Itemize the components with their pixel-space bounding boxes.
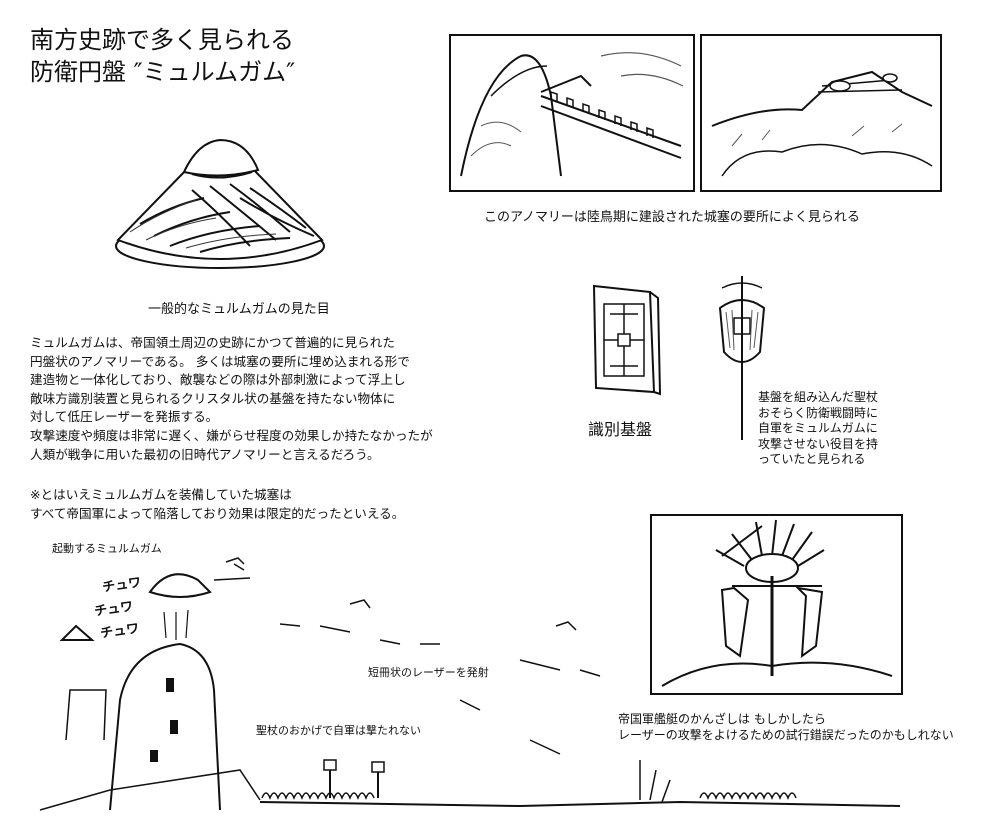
scepter-caption-line: 攻撃させない役目を持 — [758, 436, 879, 451]
description-line: 敵味方識別装置と見られるクリスタル状の基盤を持たない物体に — [30, 390, 396, 406]
scepter-caption-line: 基盤を組み込んだ聖杖 — [758, 390, 879, 404]
activating-caption: 起動するミュルムガム — [52, 542, 162, 555]
battle-scene — [39, 557, 901, 811]
appearance-caption: 一般的なミュルムガムの見た目 — [148, 302, 330, 317]
hairpin-panel — [650, 514, 903, 695]
page-title: 南方史跡で多く見られる 防衛円盤 ″ミュルムガム″ — [30, 24, 295, 88]
fortress-panel-left — [449, 34, 695, 192]
fortress-caption: このアノマリーは陸鳥期に建設された城塞の要所によく見られる — [484, 210, 860, 225]
description: ミュルムガムは、帝国領土周辺の史跡にかつて普遍的に見られた 円盤状のアノマリーで… — [30, 334, 433, 464]
note: ※とはいえミュルムガムを装備していた城塞は すべて帝国軍によって陥落しており効果… — [30, 486, 404, 523]
not-shot-caption: 聖杖のおかげで自軍は撃たれない — [256, 724, 421, 737]
scepter-illustration — [718, 276, 766, 440]
title-line-2: 防衛円盤 ″ミュルムガム″ — [30, 58, 296, 86]
scepter-caption-line: 自軍をミュルムガムに — [758, 421, 878, 435]
id-board-illustration — [592, 284, 662, 396]
description-line: 円盤状のアノマリーである。 多くは城塞の要所に埋め込まれる形で — [30, 353, 410, 369]
id-board-caption: 識別基盤 — [588, 420, 653, 439]
disc-illustration — [115, 138, 325, 269]
scepter-caption-line: っていたと見られる — [758, 452, 866, 466]
fortress-panel-right — [700, 34, 942, 192]
description-line: 建造物と一体化しており、敵襲などの際は外部刺激によって浮上し — [30, 372, 406, 388]
description-line: 対して低圧レーザーを発振する。 — [30, 409, 219, 425]
description-line: 人類が戦争に用いた最初の旧時代アノマリーと言えるだろう。 — [30, 446, 380, 462]
note-line: ※とはいえミュルムガムを装備していた城塞は — [30, 487, 292, 502]
description-line: 攻撃速度や頻度は非常に遅く、嫌がらせ程度の効果しか持たなかったが — [30, 427, 433, 443]
scepter-caption-line: おそらく防衛戦闘時に — [758, 405, 879, 420]
description-line: ミュルムガムは、帝国領土周辺の史跡にかつて普遍的に見られた — [30, 335, 395, 350]
hairpin-caption-line: レーザーの攻撃をよけるための試行錯誤だったのかもしれない — [618, 727, 954, 742]
title-line-1: 南方史跡で多く見られる — [30, 26, 294, 54]
hairpin-caption-line: 帝国軍艦艇のかんざしは もしかしたら — [618, 712, 826, 726]
hairpin-caption: 帝国軍艦艇のかんざしは もしかしたら レーザーの攻撃をよけるための試行錯誤だった… — [618, 712, 954, 743]
scepter-caption: 基盤を組み込んだ聖杖 おそらく防衛戦闘時に 自軍をミュルムガムに 攻撃させない役… — [758, 390, 878, 468]
note-line: すべて帝国軍によって陥落しており効果は限定的だったといえる。 — [30, 505, 405, 521]
laser-caption: 短冊状のレーザーを発射 — [368, 666, 489, 679]
